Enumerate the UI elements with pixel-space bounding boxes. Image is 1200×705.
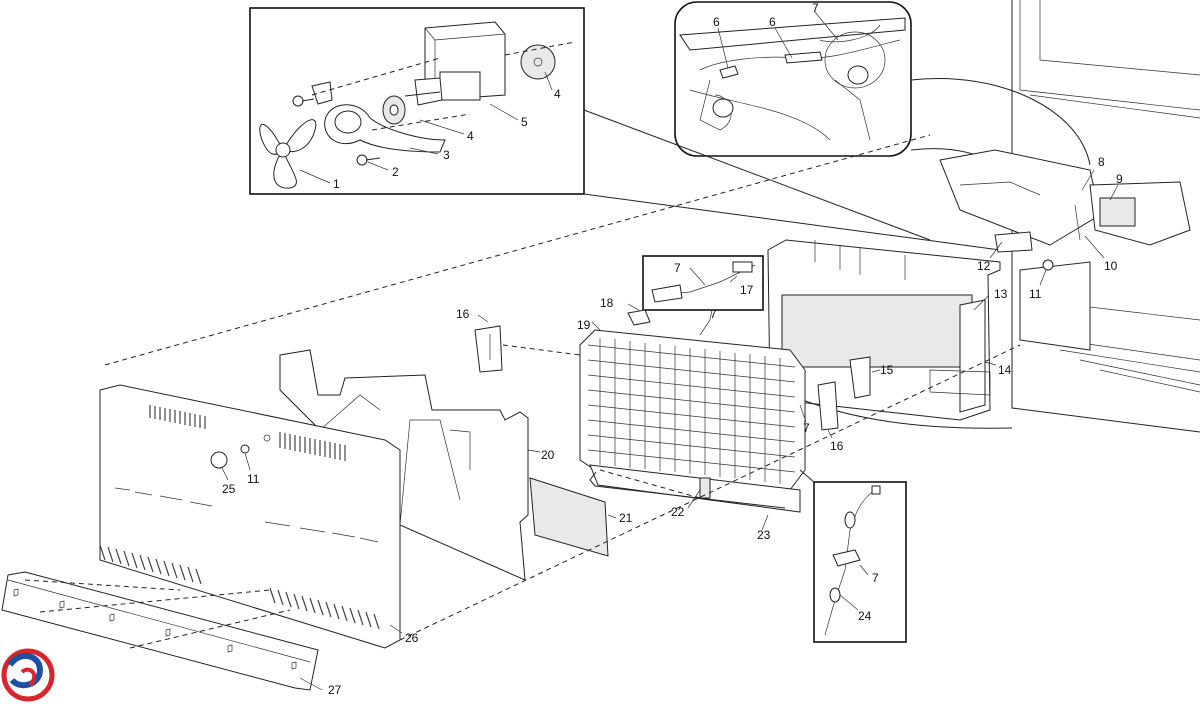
callout-23: 23 (757, 528, 771, 542)
screw (292, 95, 315, 107)
callout-9: 9 (1116, 172, 1123, 186)
callout-19: 19 (577, 318, 591, 332)
rear-evaporator-cover (767, 239, 1013, 429)
bottom-rail (1, 571, 323, 691)
callout-12: 12 (977, 259, 991, 273)
callout-26: 26 (405, 631, 419, 645)
brand-logo (1, 648, 55, 702)
callout-10: 10 (1104, 259, 1118, 273)
rear-grommet (520, 44, 556, 80)
callout-11-right: 11 (1029, 287, 1042, 301)
fan-housing (939, 149, 1191, 351)
rubber-grommet (382, 95, 406, 125)
callout-6-left: 6 (713, 15, 720, 29)
callout-16-right: 16 (830, 439, 844, 453)
callout-15: 15 (880, 363, 894, 377)
fan-motor-detail-box (249, 7, 585, 195)
evaporator-clip-left (474, 314, 503, 373)
callout-7-thermostat: 7 (674, 261, 681, 275)
evaporator (579, 303, 807, 531)
callout-7-evap: 7 (710, 307, 717, 321)
alignment-lines (24, 134, 1021, 649)
evaporator-baffle (279, 349, 541, 581)
callout-3: 3 (443, 148, 450, 162)
callout-20: 20 (541, 448, 555, 462)
evaporator-clip-right (817, 356, 881, 439)
callout-6-right: 6 (769, 15, 776, 29)
callout-7-top: 7 (812, 1, 819, 15)
callout-4: 4 (467, 129, 474, 143)
callout-22: 22 (671, 505, 685, 519)
callout-1: 1 (333, 177, 340, 191)
wiring-detail-box (674, 1, 912, 157)
callout-27: 27 (328, 683, 342, 697)
fan-blade (259, 119, 317, 189)
callout-21: 21 (619, 511, 633, 525)
callout-4-rear: 4 (554, 87, 561, 101)
callout-16-left: 16 (456, 307, 470, 321)
callout-labels: 1 2 3 4 5 4 6 6 7 8 9 10 11 12 13 14 15 … (222, 1, 1123, 697)
callout-5: 5 (521, 115, 528, 129)
wire-harness-detail-box (799, 469, 907, 643)
callout-25: 25 (222, 482, 236, 496)
callout-14: 14 (998, 363, 1012, 377)
screw (356, 154, 381, 166)
seal-strip (529, 477, 617, 557)
callout-18: 18 (600, 296, 614, 310)
fan-motor (311, 21, 506, 106)
callout-2: 2 (392, 165, 399, 179)
evaporator-cover-front (99, 384, 403, 649)
motor-bracket (324, 104, 446, 153)
thermostat-detail-box (642, 255, 764, 311)
callout-7-right: 7 (803, 421, 810, 435)
callout-13: 13 (994, 287, 1008, 301)
callout-24: 24 (858, 609, 872, 623)
callout-7-harness: 7 (872, 571, 879, 585)
callout-8: 8 (1098, 155, 1105, 169)
callout-17: 17 (740, 283, 754, 297)
callout-11-front: 11 (247, 472, 260, 486)
